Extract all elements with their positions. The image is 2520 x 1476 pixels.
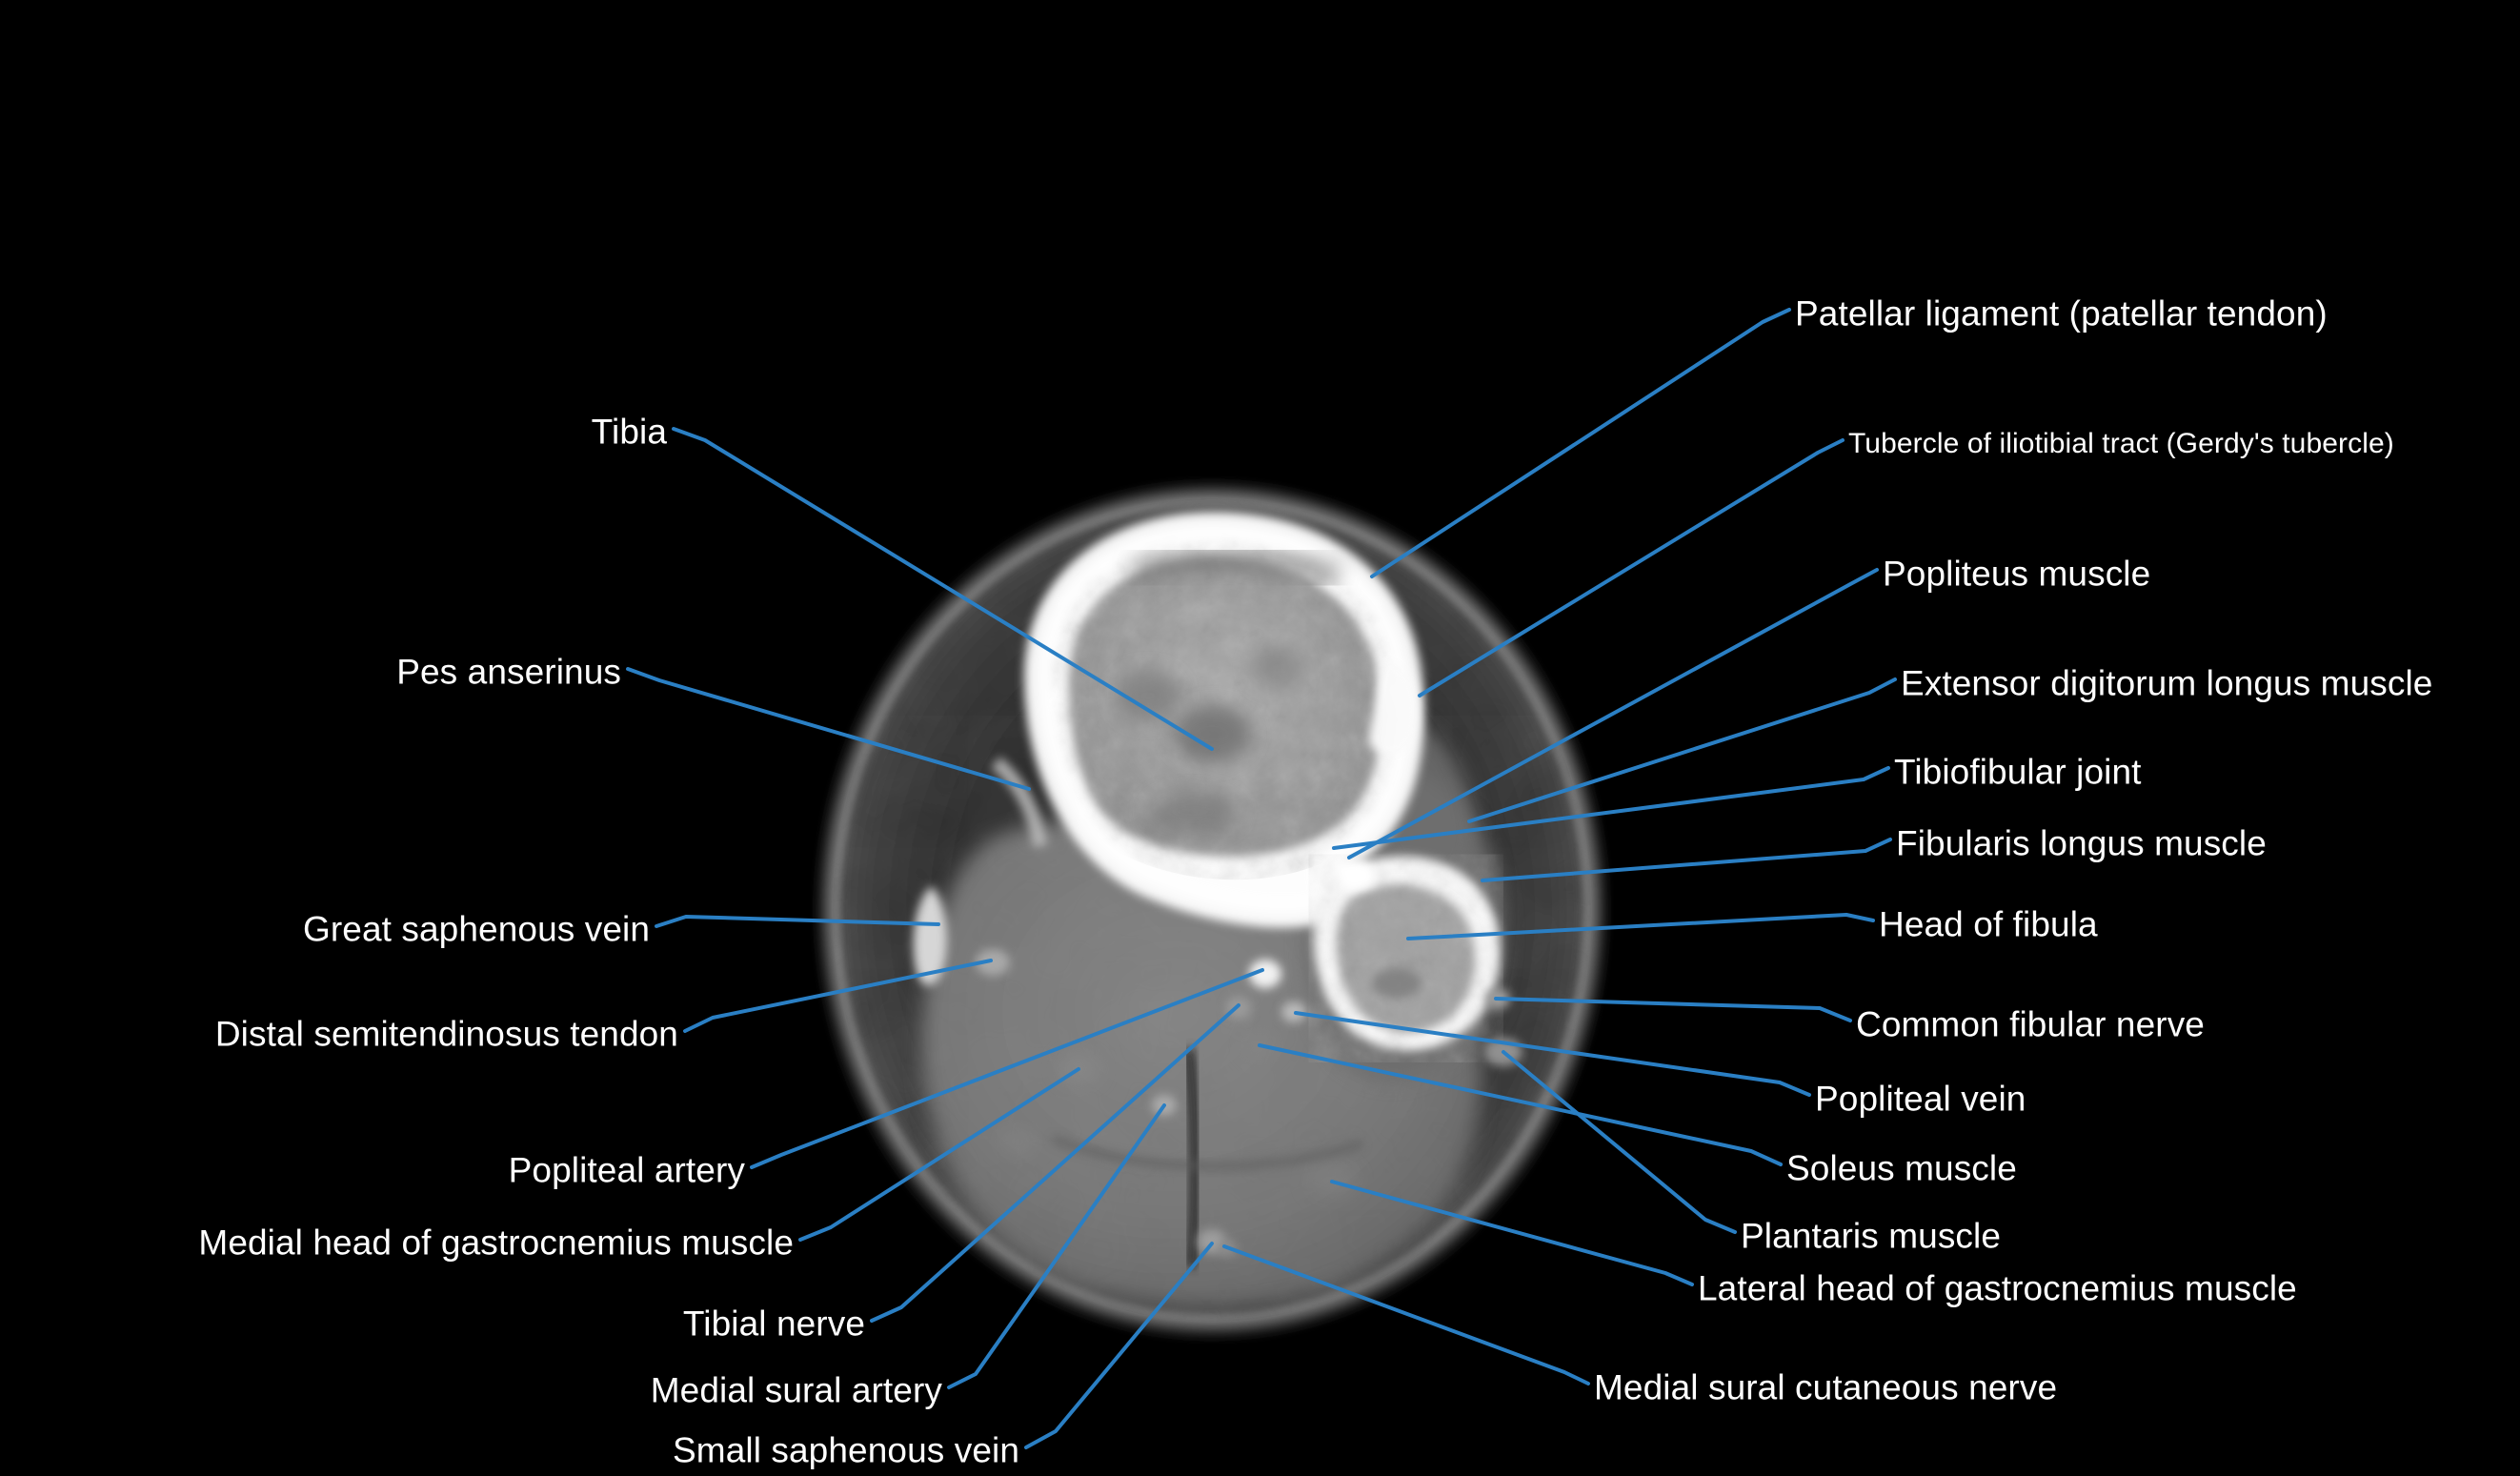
label-small-saphenous-vein[interactable]: Small saphenous vein xyxy=(673,1430,1019,1470)
label-patellar-ligament[interactable]: Patellar ligament (patellar tendon) xyxy=(1795,293,2328,334)
label-common-fibular-nerve[interactable]: Common fibular nerve xyxy=(1856,1004,2205,1044)
label-popliteal-artery[interactable]: Popliteal artery xyxy=(508,1150,745,1190)
medial-sural-artery-vessel xyxy=(1152,1095,1177,1116)
label-medial-sural-cutaneous-nerve[interactable]: Medial sural cutaneous nerve xyxy=(1594,1367,2058,1407)
plantaris-muscle-belly xyxy=(1484,1038,1522,1066)
fibula-head-bone xyxy=(1314,856,1501,1051)
label-plantaris-muscle[interactable]: Plantaris muscle xyxy=(1741,1216,2002,1256)
label-extensor-digitorum-longus-muscle[interactable]: Extensor digitorum longus muscle xyxy=(1901,663,2433,703)
popliteal-vein-vessel xyxy=(1281,1001,1306,1022)
common-fibular-nerve-structure xyxy=(1485,988,1510,1009)
label-medial-head-of-gastrocnemius-muscle[interactable]: Medial head of gastrocnemius muscle xyxy=(198,1223,794,1263)
distal-semitendinosus-tendon-structure xyxy=(976,949,1010,976)
label-head-of-fibula[interactable]: Head of fibula xyxy=(1879,904,2098,944)
label-pes-anserinus[interactable]: Pes anserinus xyxy=(396,652,621,692)
label-tibiofibular-joint[interactable]: Tibiofibular joint xyxy=(1894,752,2142,792)
label-tibia[interactable]: Tibia xyxy=(591,412,667,452)
label-medial-sural-artery[interactable]: Medial sural artery xyxy=(650,1370,942,1410)
label-tubercle-iliotibial-tract[interactable]: Tubercle of iliotibial tract (Gerdy's tu… xyxy=(1848,428,2394,459)
tibia-bone xyxy=(1023,511,1424,928)
popliteal-artery-vessel xyxy=(1249,960,1281,988)
label-distal-semitendinosus-tendon[interactable]: Distal semitendinosus tendon xyxy=(214,1014,678,1054)
label-tibial-nerve[interactable]: Tibial nerve xyxy=(682,1304,865,1344)
medial-sural-cutaneous-nerve-structure xyxy=(1218,1240,1237,1257)
label-popliteus-muscle[interactable]: Popliteus muscle xyxy=(1883,554,2151,594)
label-great-saphenous-vein[interactable]: Great saphenous vein xyxy=(302,909,650,949)
label-fibularis-longus-muscle[interactable]: Fibularis longus muscle xyxy=(1896,823,2267,863)
label-soleus-muscle[interactable]: Soleus muscle xyxy=(1786,1148,2017,1188)
label-popliteal-vein[interactable]: Popliteal vein xyxy=(1815,1079,2026,1119)
tibial-nerve-structure xyxy=(1226,997,1251,1020)
label-lateral-head-of-gastrocnemius-muscle[interactable]: Lateral head of gastrocnemius muscle xyxy=(1698,1268,2297,1308)
